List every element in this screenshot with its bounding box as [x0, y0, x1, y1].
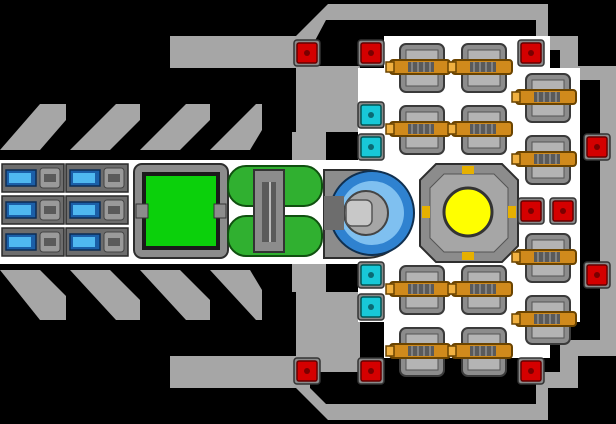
armor-block-icon[interactable]: [357, 39, 385, 67]
battery-icon[interactable]: [65, 227, 129, 257]
armor-block-icon[interactable]: [357, 357, 385, 385]
battery-icon[interactable]: [65, 195, 129, 225]
armor-block-icon[interactable]: [549, 197, 577, 225]
sensor-block-icon[interactable]: [357, 261, 385, 289]
armor-block-icon[interactable]: [517, 39, 545, 67]
battery-icon[interactable]: [65, 163, 129, 193]
battery-icon[interactable]: [1, 227, 65, 257]
sensor-block-icon[interactable]: [357, 101, 385, 129]
armor-block-icon[interactable]: [293, 357, 321, 385]
armor-block-icon[interactable]: [293, 39, 321, 67]
sensor-block-icon[interactable]: [357, 293, 385, 321]
reactor-core-icon[interactable]: [133, 163, 229, 259]
sensor-block-icon[interactable]: [357, 133, 385, 161]
cockpit-icon[interactable]: [323, 169, 415, 259]
armor-block-icon[interactable]: [517, 357, 545, 385]
armor-block-icon[interactable]: [517, 197, 545, 225]
battery-icon[interactable]: [1, 163, 65, 193]
power-core-icon[interactable]: [419, 163, 519, 263]
battery-icon[interactable]: [1, 195, 65, 225]
armor-block-icon[interactable]: [583, 261, 611, 289]
fuel-tank-icon[interactable]: [227, 165, 323, 257]
armor-block-icon[interactable]: [583, 133, 611, 161]
